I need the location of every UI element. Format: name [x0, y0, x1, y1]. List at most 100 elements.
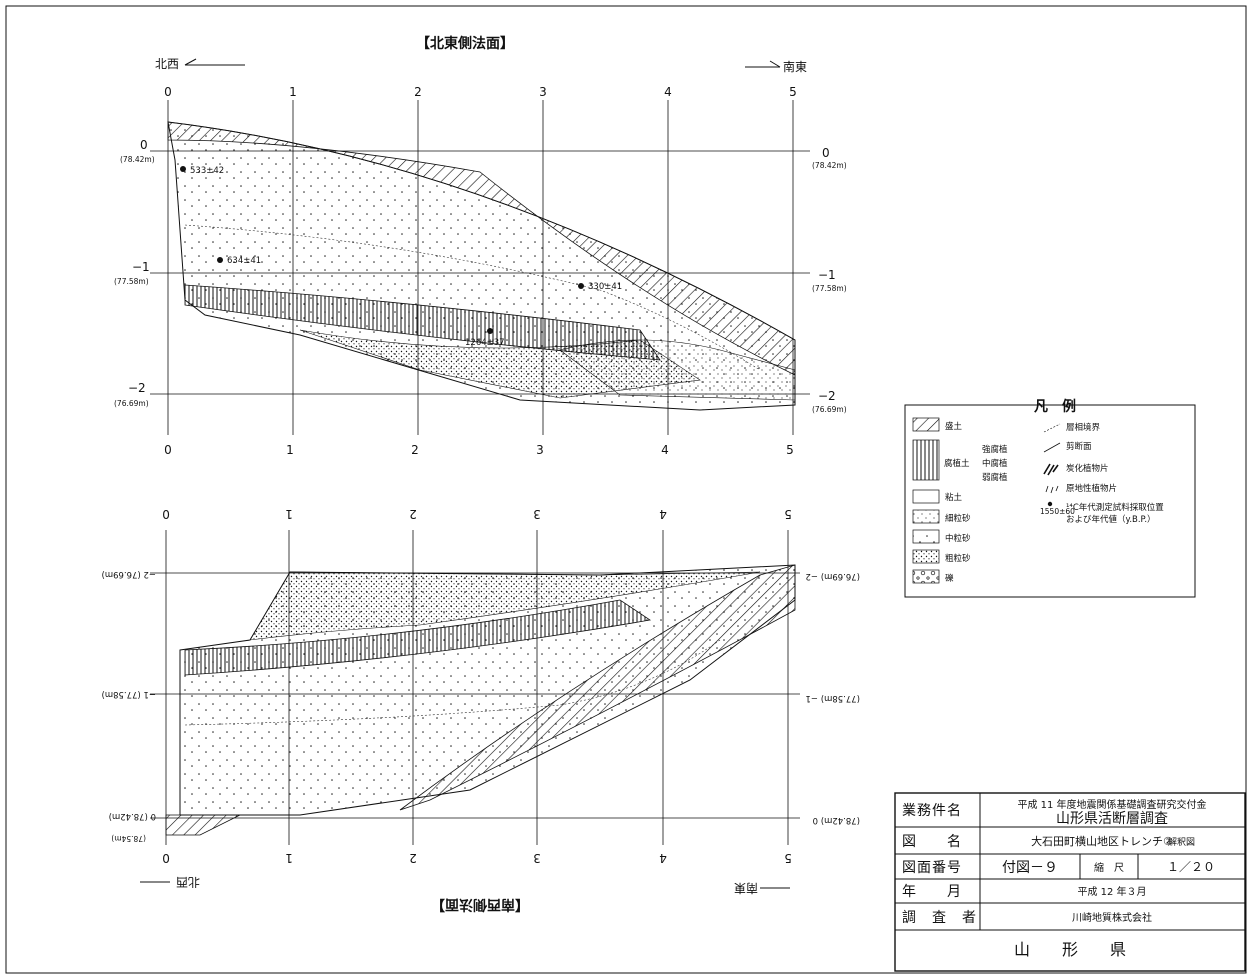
top-xtick-bottom-2: 2 [411, 443, 419, 457]
tb-project-sub: 平成 11 年度地震関係基礎調査研究交付金 [1017, 798, 1206, 811]
bottom-xtick-top-3: 3 [533, 507, 541, 521]
legend-fill: 盛土 [945, 421, 963, 432]
legend-c14-marker [1047, 501, 1053, 507]
legend-humus: 腐植土 [944, 458, 970, 469]
top-depth-0-right: 0 [822, 146, 830, 160]
tb-fig-name: 大石田町横山地区トレンチ② [1031, 834, 1173, 848]
tb-project-main: 山形県活断層調査 [1056, 811, 1168, 827]
top-fine-sand-lens [559, 339, 796, 401]
legend-title: 凡 例 [1034, 398, 1076, 415]
legend-frame [904, 404, 1196, 598]
bottom-extra-elev: (78.54m) [111, 834, 146, 843]
bottom-xtick-bot-5: 5 [784, 851, 792, 865]
top-xtick-1: 1 [289, 85, 297, 99]
top-depth-2-left: −2 [128, 381, 146, 395]
tb-fig-no-label: 図面番号 [902, 860, 962, 876]
top-depth-2-right: −2 [818, 389, 836, 403]
top-xtick-bottom-3: 3 [536, 443, 544, 457]
tb-surveyor: 川崎地質株式会社 [1072, 911, 1152, 924]
top-section: 【北東側法面】 北西 南東 0 1 2 3 4 5 0 1 2 3 4 5 0 … [114, 35, 847, 457]
bottom-section-title: 【南西側法面】 [431, 896, 529, 913]
legend-humus-mid: 中腐植 [982, 458, 1008, 469]
legend-facies: 層相境界 [1066, 422, 1101, 433]
legend-in-situ: 原地性植物片 [1066, 483, 1117, 494]
bottom-depth-0-left: 0 (78.42m) [109, 811, 156, 821]
legend-clay: 粘土 [945, 492, 963, 503]
legend-humus-weak: 弱腐植 [982, 472, 1008, 483]
top-xtick-3: 3 [539, 85, 547, 99]
top-sample-marker-4 [487, 328, 493, 334]
top-sample-label-4: 1264±37 [465, 338, 505, 348]
bottom-sand-layer [249, 571, 761, 641]
tb-date: 平成 12 年３月 [1077, 885, 1146, 898]
bottom-xtick-top-5: 5 [784, 507, 792, 521]
legend-in-situ-symbol [1045, 485, 1059, 494]
top-xtick-2: 2 [414, 85, 422, 99]
tb-fig-name-sub: 解釈図 [1168, 836, 1195, 848]
top-elev-0-right: (78.42m) [812, 161, 847, 170]
top-sample-label-1: 533±42 [190, 166, 224, 176]
bottom-xtick-bot-3: 3 [533, 851, 541, 865]
top-dir-left: 北西 [155, 57, 179, 71]
sheet-border [5, 5, 1247, 974]
legend: 凡 例 盛土 腐植土 強腐植 中腐植 弱腐植 粘土 細粒砂 中粒砂 粗粒砂 礫 … [904, 398, 1196, 598]
bottom-dir-right: 南東 [734, 881, 758, 896]
legend-shear-symbol [1043, 442, 1061, 453]
top-xtick-bottom-0: 0 [164, 443, 172, 457]
top-sample-marker-1 [180, 166, 186, 172]
top-sample-marker-3 [578, 283, 584, 289]
tb-scale: １／２０ [1167, 860, 1215, 874]
legend-c14-line2: および年代値（y.B.P.） [1066, 514, 1156, 525]
top-elev-2-right: (76.69m) [812, 405, 847, 414]
top-elev-1-left: (77.58m) [114, 277, 149, 286]
legend-shear: 剪断面 [1066, 441, 1092, 452]
tb-client: 山 形 県 [1014, 940, 1126, 959]
top-sample-label-2: 634±41 [227, 256, 261, 266]
legend-swatch-fine-sand [912, 509, 940, 524]
legend-medium-sand: 中粒砂 [945, 533, 971, 544]
bottom-xtick-top-1: 1 [285, 507, 293, 521]
top-xtick-bottom-5: 5 [786, 443, 794, 457]
bottom-xtick-bot-2: 2 [409, 851, 417, 865]
top-xtick-bottom-4: 4 [661, 443, 669, 457]
legend-swatch-gravel [912, 569, 940, 584]
bottom-facies-boundary [184, 639, 721, 726]
top-dir-right: 南東 [783, 59, 807, 74]
top-facies-boundary [184, 224, 761, 371]
tb-scale-label: 縮 尺 [1094, 861, 1124, 874]
legend-swatch-humus [912, 439, 940, 481]
bottom-dir-left: 北西 [176, 875, 200, 889]
top-xtick-bottom-1: 1 [286, 443, 294, 457]
legend-coarse-sand: 粗粒砂 [945, 553, 971, 564]
top-depth-1-left: −1 [132, 260, 150, 274]
top-xtick-5: 5 [789, 85, 797, 99]
legend-charcoal: 炭化植物片 [1066, 463, 1109, 474]
bottom-depth-1-left: −1 (77.58m) [102, 689, 156, 699]
tb-fig-name-label: 図 名 [902, 834, 962, 850]
title-block: 業務件名 平成 11 年度地震関係基礎調査研究交付金 山形県活断層調査 図 名 … [894, 792, 1246, 972]
bottom-section: 0 1 2 3 4 5 0 1 2 3 4 5 −2 (76.69m) −1 (… [102, 507, 860, 913]
bottom-xtick-bot-1: 1 [285, 851, 293, 865]
top-xtick-0: 0 [164, 85, 172, 99]
top-depth-0-left: 0 [140, 138, 148, 152]
bottom-depth-2-right: (76.69m) −2 [806, 571, 860, 581]
legend-facies-symbol [1043, 423, 1061, 433]
legend-swatch-clay [912, 489, 940, 504]
bottom-xtick-bot-4: 4 [659, 851, 667, 865]
tb-project-label: 業務件名 [902, 803, 962, 819]
legend-swatch-fill [912, 417, 940, 432]
bottom-xtick-top-4: 4 [659, 507, 667, 521]
top-xtick-4: 4 [664, 85, 672, 99]
legend-swatch-medium-sand [912, 529, 940, 544]
bottom-depth-1-right: (77.58m) −1 [806, 693, 860, 703]
top-elev-2-left: (76.69m) [114, 399, 149, 408]
top-fill-layer [167, 121, 796, 376]
legend-gravel: 礫 [945, 573, 954, 584]
tb-surveyor-label: 調 査 者 [902, 910, 977, 926]
top-elev-0-left: (78.42m) [120, 155, 155, 164]
bottom-humus-layer [184, 599, 652, 676]
tb-fig-no: 付図－９ [1002, 860, 1058, 876]
bottom-xtick-bot-0: 0 [162, 851, 170, 865]
top-elev-1-right: (77.58m) [812, 284, 847, 293]
